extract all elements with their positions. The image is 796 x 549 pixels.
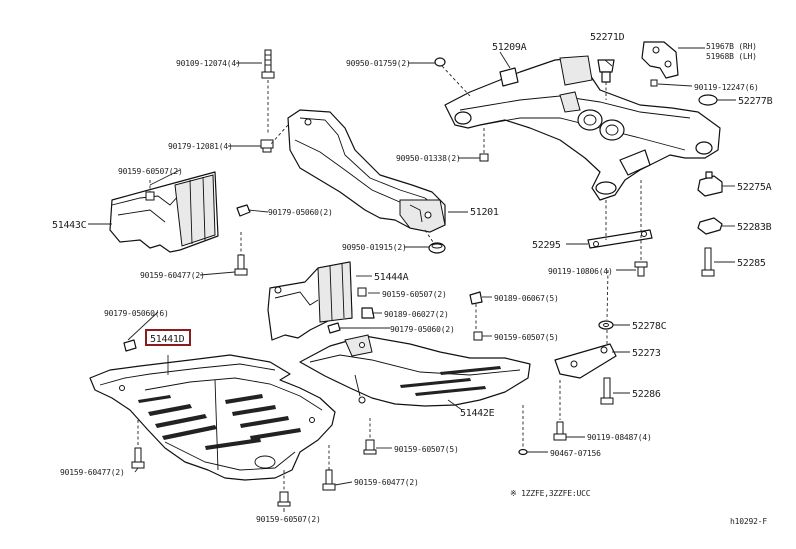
label-90467-07156: 90467-07156 xyxy=(550,449,601,458)
plug-90950-01759 xyxy=(434,57,471,97)
side-cover-51444A xyxy=(267,261,353,341)
engine-under-cover-51441D xyxy=(89,354,336,481)
cushion-52277B xyxy=(698,94,718,106)
label-90159-60507-c: 90159-60507(2) xyxy=(382,290,447,299)
plug-90950-01338 xyxy=(479,128,489,162)
label-90179-12081: 90179-12081(4) xyxy=(168,142,233,151)
label-90159-60507-b: 90159-60507(2) xyxy=(256,515,321,524)
label-52275A: 52275A xyxy=(737,182,772,193)
label-90950-01759: 90950-01759(2) xyxy=(346,59,411,68)
bolt-90159-60477-c xyxy=(322,445,336,491)
label-90179-05060-2: 90179-05060(2) xyxy=(268,208,333,217)
bolt-90119-08487 xyxy=(553,421,567,441)
bolt-90159-60477-b xyxy=(131,420,145,469)
brace-52295 xyxy=(587,229,653,249)
label-90109-12074: 90109-12074(4) xyxy=(176,59,241,68)
nut-90159-60507-b xyxy=(277,470,291,507)
label-52271D: 52271D xyxy=(590,32,625,43)
label-52283B: 52283B xyxy=(737,222,772,233)
label-52286: 52286 xyxy=(632,389,661,400)
bolt-90119-12247 xyxy=(650,79,658,87)
label-90189-06027: 90189-06027(2) xyxy=(384,310,449,319)
clip-90189-06027 xyxy=(361,307,375,319)
nut-90159-60507-d xyxy=(473,331,483,341)
plug-90950-01915 xyxy=(428,242,446,254)
leader-lines xyxy=(88,47,736,512)
label-51209A: 51209A xyxy=(492,42,527,53)
label-90179-05060-c: 90179-05060(2) xyxy=(390,325,455,334)
label-52278C: 52278C xyxy=(632,321,667,332)
suspension-member-51209A xyxy=(444,55,721,201)
bolt-52286 xyxy=(600,377,614,405)
cushion-52275A xyxy=(697,171,723,197)
label-52295: 52295 xyxy=(532,240,561,251)
label-90159-60477-c: 90159-60477(2) xyxy=(354,478,419,487)
clip-90179-05060-c xyxy=(327,322,341,334)
bolt-52285 xyxy=(701,247,715,277)
label-90119-08487: 90119-08487(4) xyxy=(587,433,652,442)
label-90950-01338: 90950-01338(2) xyxy=(396,154,461,163)
label-90159-60507-a: 90159-60507(2) xyxy=(118,167,183,176)
nut-90159-60507-a xyxy=(145,180,155,201)
label-90119-10806: 90119-10806(4) xyxy=(548,267,613,276)
label-90159-60507-d: 90159-60507(5) xyxy=(494,333,559,342)
label-51444A: 51444A xyxy=(374,272,409,283)
clip-90189-06067 xyxy=(469,291,483,340)
figure-code: h10292-F xyxy=(730,517,767,526)
label-90159-60507-e: 90159-60507(5) xyxy=(394,445,459,454)
nut-90159-60507-e xyxy=(363,418,377,455)
label-51968B: 51968B (LH) xyxy=(706,52,757,61)
clip-90179-05060-6 xyxy=(123,339,137,352)
label-90950-01915: 90950-01915(2) xyxy=(342,243,407,252)
label-90159-60477-b: 90159-60477(2) xyxy=(60,468,125,477)
clip-90179-05060-a xyxy=(236,204,251,217)
label-51442E: 51442E xyxy=(460,408,495,419)
highlight-box-51441D xyxy=(145,329,191,346)
nut-90159-60507-c xyxy=(357,287,367,297)
note-engine-applicability: ※ 1ZZFE,3ZZFE:UCC xyxy=(510,489,591,498)
label-90179-05060-6: 90179-05060(6) xyxy=(104,309,169,318)
stopper-51967B xyxy=(641,41,679,79)
label-51967B: 51967B (RH) xyxy=(706,42,757,51)
label-51443C: 51443C xyxy=(52,220,87,231)
washer-52278C xyxy=(598,320,614,330)
label-90159-60477-a: 90159-60477(2) xyxy=(140,271,205,280)
label-90119-12247: 90119-12247(6) xyxy=(694,83,759,92)
bolt-90109-12074 xyxy=(261,49,275,79)
cushion-52283B xyxy=(697,217,723,235)
crossmember-51201 xyxy=(287,109,446,233)
label-51441D: 51441D xyxy=(150,334,185,345)
label-52277B: 52277B xyxy=(738,96,773,107)
nut-90179-12081 xyxy=(260,139,274,153)
dash-crossmember-left xyxy=(269,124,289,146)
bolt-90159-60477-a xyxy=(234,232,248,276)
mount-52271D xyxy=(597,59,615,83)
dash-right-3 xyxy=(606,269,609,321)
bolt-90119-10806 xyxy=(634,261,648,277)
under-cover-51442E xyxy=(299,334,531,407)
label-90189-06067: 90189-06067(5) xyxy=(494,294,559,303)
side-cover-51443C xyxy=(109,171,219,253)
label-52285: 52285 xyxy=(737,258,766,269)
label-52273: 52273 xyxy=(632,348,661,359)
clip-90467-07156 xyxy=(518,448,528,456)
label-51201: 51201 xyxy=(470,207,499,218)
bracket-52273 xyxy=(554,343,617,379)
